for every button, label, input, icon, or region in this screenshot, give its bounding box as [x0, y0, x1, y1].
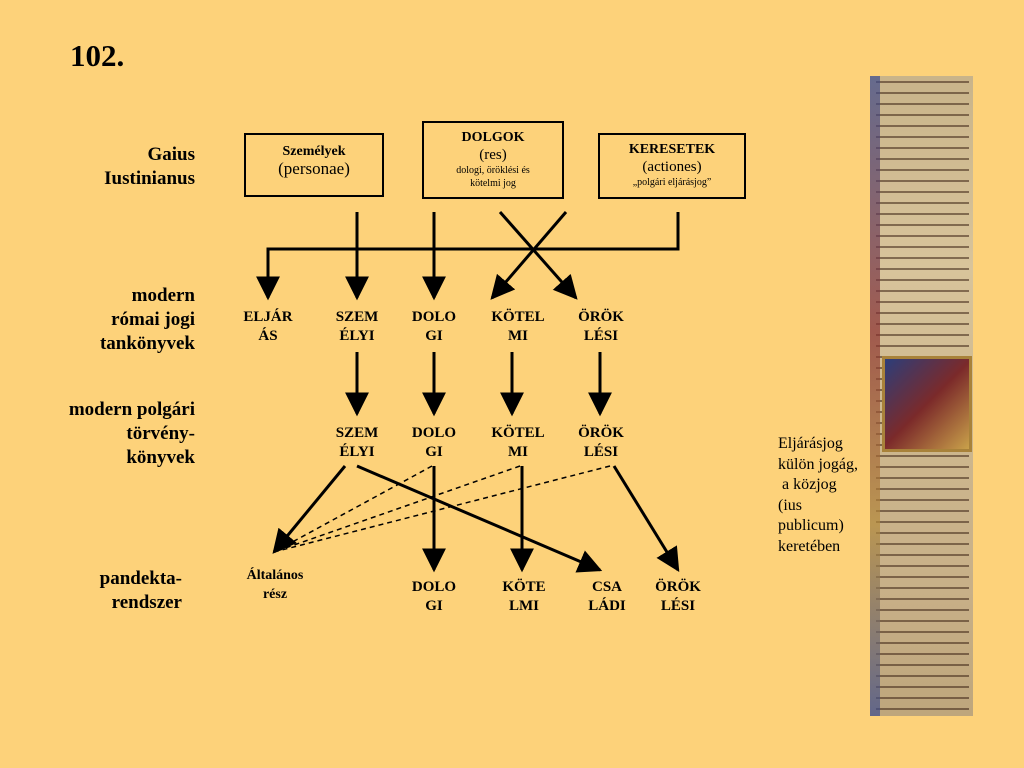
node-dologi: DOLO GI: [402, 424, 466, 462]
node-line: LÁDI: [588, 598, 626, 614]
note-line: publicum): [778, 517, 844, 534]
row-label-line: római jogi: [111, 309, 195, 330]
row-label-line: modern polgári: [68, 399, 195, 420]
node-line: KÖTEL: [491, 425, 545, 441]
node-dologi: DOLO GI: [402, 308, 466, 346]
node-szemelyi: SZEM ÉLYI: [325, 424, 389, 462]
node-line: ÉLYI: [339, 444, 375, 460]
dashed-dologi-altalanos: [273, 465, 433, 553]
row-label-line: modern: [131, 285, 195, 306]
node-line: CSA: [591, 579, 622, 595]
note-line: külön jogág,: [778, 455, 858, 473]
box-title: KERESETEK: [628, 142, 716, 157]
node-line: rész: [262, 587, 288, 602]
row-label-line: könyvek: [126, 447, 195, 468]
node-oroklesi: ÖRÖK LÉSI: [569, 424, 633, 462]
arrow-szemelyi-csaladi: [356, 464, 603, 573]
row-label-line: rendszer: [111, 592, 182, 613]
node-line: GI: [425, 328, 443, 344]
manuscript-image: [870, 76, 973, 716]
note-line: Eljárásjog: [778, 435, 843, 452]
box-personae: Személyek (personae): [244, 133, 384, 197]
arrow-oroklesi-4: [612, 465, 680, 573]
dashed-kotelmi-altalanos: [273, 465, 521, 553]
box-title: Személyek: [282, 144, 346, 159]
row-label-pandect: pandekta- rendszer: [60, 567, 182, 615]
node-altalanos: Általános rész: [232, 566, 318, 604]
node-csaladi: CSA LÁDI: [575, 578, 639, 616]
arrow-res-oroklesi: [498, 211, 578, 300]
manuscript-border: [870, 76, 880, 716]
node-kotelmi: KÖTEL MI: [486, 308, 550, 346]
arrow-actiones-eljaras: [256, 212, 680, 301]
dashed-oroklesi-altalanos: [273, 465, 611, 553]
node-line: ÖRÖK: [655, 579, 701, 595]
node-line: DOLO: [411, 425, 457, 441]
node-line: ÖRÖK: [578, 309, 624, 325]
node-kotelmi: KÖTE LMI: [492, 578, 556, 616]
box-note: kötelmi jog: [470, 178, 516, 189]
node-line: LÉSI: [660, 598, 696, 614]
node-line: LMI: [509, 598, 539, 614]
row-label-line: Iustinianus: [104, 168, 195, 189]
manuscript-miniature: [882, 356, 972, 452]
note-line: keretében: [778, 537, 841, 555]
node-oroklesi: ÖRÖK LÉSI: [569, 308, 633, 346]
row-label-modern-roman: modern római jogi tankönyvek: [40, 284, 195, 356]
node-dologi: DOLO GI: [402, 578, 466, 616]
node-oroklesi: ÖRÖK LÉSI: [646, 578, 710, 616]
node-line: LÉSI: [583, 444, 619, 460]
node-line: ÖRÖK: [578, 425, 624, 441]
row-label-gaius: Gaius Iustinianus: [60, 143, 195, 191]
node-line: KÖTEL: [491, 309, 545, 325]
node-line: ÉLYI: [339, 328, 375, 344]
slide-number: 102.: [70, 38, 125, 73]
node-line: GI: [425, 598, 443, 614]
box-title: DOLGOK: [461, 130, 525, 145]
node-szemelyi: SZEM ÉLYI: [325, 308, 389, 346]
row-label-line: Gaius: [147, 144, 195, 165]
node-line: MI: [508, 328, 528, 344]
box-res: DOLGOK (res) dologi, öröklési és kötelmi…: [422, 121, 564, 199]
node-line: SZEM: [335, 309, 379, 325]
row-label-line: tankönyvek: [99, 333, 195, 354]
node-line: DOLO: [411, 579, 457, 595]
node-eljaras: ELJÁR ÁS: [236, 308, 300, 346]
node-line: ELJÁR: [243, 309, 293, 325]
arrow-res-kotelmi: [490, 211, 568, 300]
note-line: (ius: [778, 496, 802, 514]
node-line: GI: [425, 444, 443, 460]
box-note: dologi, öröklési és: [456, 165, 530, 176]
arrow-szemelyi-altalanos: [272, 465, 347, 554]
box-subtitle: (res): [479, 147, 507, 163]
box-subtitle: (personae): [278, 159, 350, 178]
note-line: a közjog: [778, 476, 837, 493]
node-line: LÉSI: [583, 328, 619, 344]
node-line: ÁS: [258, 328, 278, 344]
box-subtitle: (actiones): [642, 159, 702, 175]
node-line: MI: [508, 444, 528, 460]
node-line: KÖTE: [502, 579, 546, 595]
node-line: Általános: [246, 568, 304, 583]
row-label-line: törvény-: [126, 423, 195, 444]
row-label-modern-civil: modern polgári törvény- könyvek: [30, 398, 195, 470]
row-label-line: pandekta-: [99, 568, 182, 589]
box-actiones: KERESETEK (actiones) „polgári eljárásjog…: [598, 133, 746, 199]
side-note: Eljárásjog külön jogág, a közjog (ius pu…: [778, 434, 898, 557]
box-note: „polgári eljárásjog”: [632, 177, 712, 188]
node-line: DOLO: [411, 309, 457, 325]
node-line: SZEM: [335, 425, 379, 441]
node-kotelmi: KÖTEL MI: [486, 424, 550, 462]
